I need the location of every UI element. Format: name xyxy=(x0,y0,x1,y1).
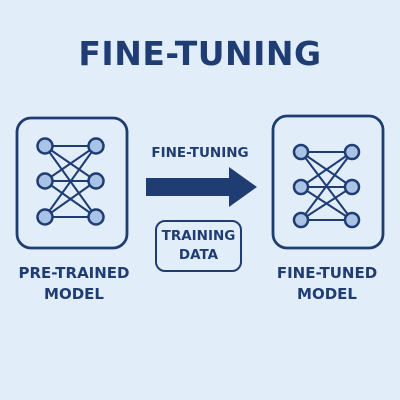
pretrained-network-connection xyxy=(44,145,97,218)
right-arrow-icon xyxy=(146,167,257,207)
finetuned-model-box xyxy=(271,114,385,250)
finetuned-network-connection xyxy=(300,151,353,188)
arrow-label: FINE-TUNING xyxy=(151,145,249,161)
pretrained-model-label: PRE-TRAINED MODEL xyxy=(18,264,130,303)
pretrained-network-connection xyxy=(44,180,97,218)
pretrained-network-connection xyxy=(44,145,97,182)
pretrained-network-node xyxy=(87,172,105,190)
pretrained-neural-network-icon xyxy=(36,137,105,226)
finetuned-network-connection xyxy=(300,186,353,221)
pretrained-network-node xyxy=(36,172,54,190)
finetuned-network-node xyxy=(343,143,361,161)
finetuned-neural-network-icon xyxy=(292,143,361,229)
finetuned-model-label: FINE-TUNED MODEL xyxy=(276,264,378,303)
pretrained-network-node xyxy=(36,208,54,226)
diagram-title: FINE-TUNING xyxy=(78,34,322,73)
pretrained-network-node xyxy=(87,208,105,226)
arrow-head xyxy=(229,167,257,207)
finetuned-network-node xyxy=(292,143,310,161)
finetuned-network-connection xyxy=(300,151,353,221)
training-data-box: TRAINING DATA xyxy=(155,220,242,272)
arrow-shaft xyxy=(146,178,232,196)
finetuned-network-node xyxy=(292,211,310,229)
pretrained-network-node xyxy=(36,137,54,155)
finetuned-network-node xyxy=(343,211,361,229)
finetuned-network-node xyxy=(292,178,310,196)
pretrained-network-node xyxy=(87,137,105,155)
finetuned-network-node xyxy=(343,178,361,196)
